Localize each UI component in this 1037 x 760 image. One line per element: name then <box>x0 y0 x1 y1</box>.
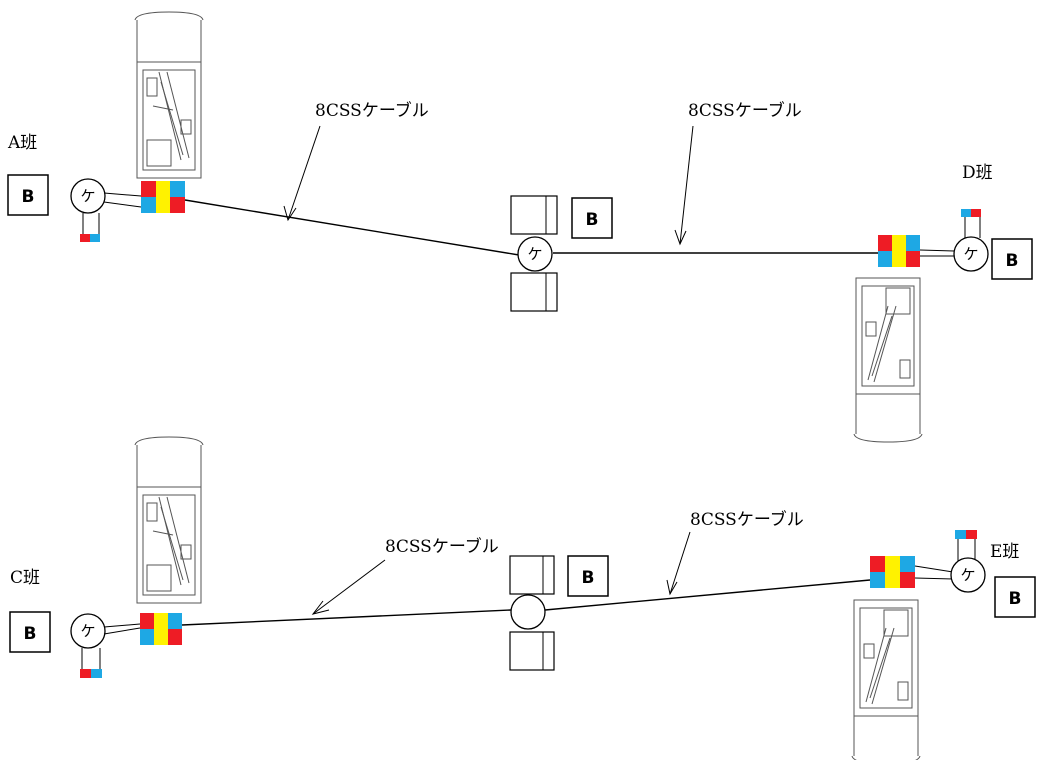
team-c-node <box>70 613 106 649</box>
team-e-b-box <box>994 576 1036 618</box>
team-e-drop <box>957 535 976 561</box>
truck-a <box>134 11 204 179</box>
team-d-b-box <box>991 238 1033 280</box>
team-d-b-text: B <box>1006 251 1019 271</box>
mid-top-node-text: ケ <box>527 245 542 263</box>
team-d-drop <box>964 213 981 238</box>
team-a-small-blue <box>90 234 100 242</box>
mid-bottom-panel-lower <box>509 631 555 671</box>
team-d-connector <box>878 235 920 267</box>
team-c-small-blue <box>91 669 102 678</box>
team-c-label: C班 <box>10 568 40 588</box>
team-d-small-red <box>971 209 981 217</box>
truck-c <box>134 436 204 604</box>
mid-top-b-box <box>571 197 613 239</box>
cable-bottom-right <box>544 579 871 611</box>
cable-bottom-left <box>181 609 512 626</box>
mid-top-panel-lower <box>510 272 558 312</box>
team-e-node-text: ケ <box>960 566 975 584</box>
team-e-node <box>950 557 986 593</box>
team-e-connector <box>870 556 915 588</box>
team-c-b-text: B <box>24 624 37 644</box>
team-a-connector <box>141 181 185 213</box>
cable-arrow-bottom-left <box>312 559 386 615</box>
team-e-label: E班 <box>990 542 1019 562</box>
team-a-drop <box>82 213 100 237</box>
team-c-drop <box>81 648 101 672</box>
mid-bottom-b-text: B <box>582 568 595 588</box>
mid-bottom-b-box <box>567 555 609 597</box>
team-e-small-red <box>966 530 977 539</box>
cable-arrow-bottom-right <box>669 531 691 595</box>
cable-label-top-right: 8CSSケーブル <box>688 100 802 121</box>
mid-bottom-panel-upper <box>509 555 555 595</box>
team-a-small-red <box>80 234 90 242</box>
team-d-label: D班 <box>962 163 993 183</box>
team-a-node <box>70 178 106 214</box>
team-a-b-text: B <box>22 187 35 207</box>
team-e-b-text: B <box>1009 589 1022 609</box>
mid-top-panel-upper <box>510 195 558 235</box>
cable-arrow-top-right <box>679 125 694 245</box>
team-d-small-blue <box>961 209 971 217</box>
truck-d <box>853 277 923 443</box>
team-c-small-red <box>80 669 91 678</box>
team-d-node <box>953 236 989 272</box>
team-c-connector <box>140 613 182 645</box>
team-c-node-text: ケ <box>80 622 95 640</box>
team-a-b-box <box>7 174 49 216</box>
team-e-small-blue <box>955 530 966 539</box>
team-c-b-box <box>9 611 51 653</box>
team-a-label: A班 <box>7 133 37 153</box>
truck-e <box>851 599 921 760</box>
cable-top-left <box>184 199 520 256</box>
mid-top-node <box>517 236 553 272</box>
mid-top-b-text: B <box>586 210 599 230</box>
cable-label-bottom-left: 8CSSケーブル <box>385 536 499 557</box>
team-d-node-text: ケ <box>963 245 978 263</box>
cable-arrow-top-left <box>287 125 321 221</box>
mid-bottom-node <box>510 594 546 630</box>
cable-label-top-left: 8CSSケーブル <box>315 100 429 121</box>
team-a-node-text: ケ <box>80 187 95 205</box>
cable-label-bottom-right: 8CSSケーブル <box>690 509 804 530</box>
